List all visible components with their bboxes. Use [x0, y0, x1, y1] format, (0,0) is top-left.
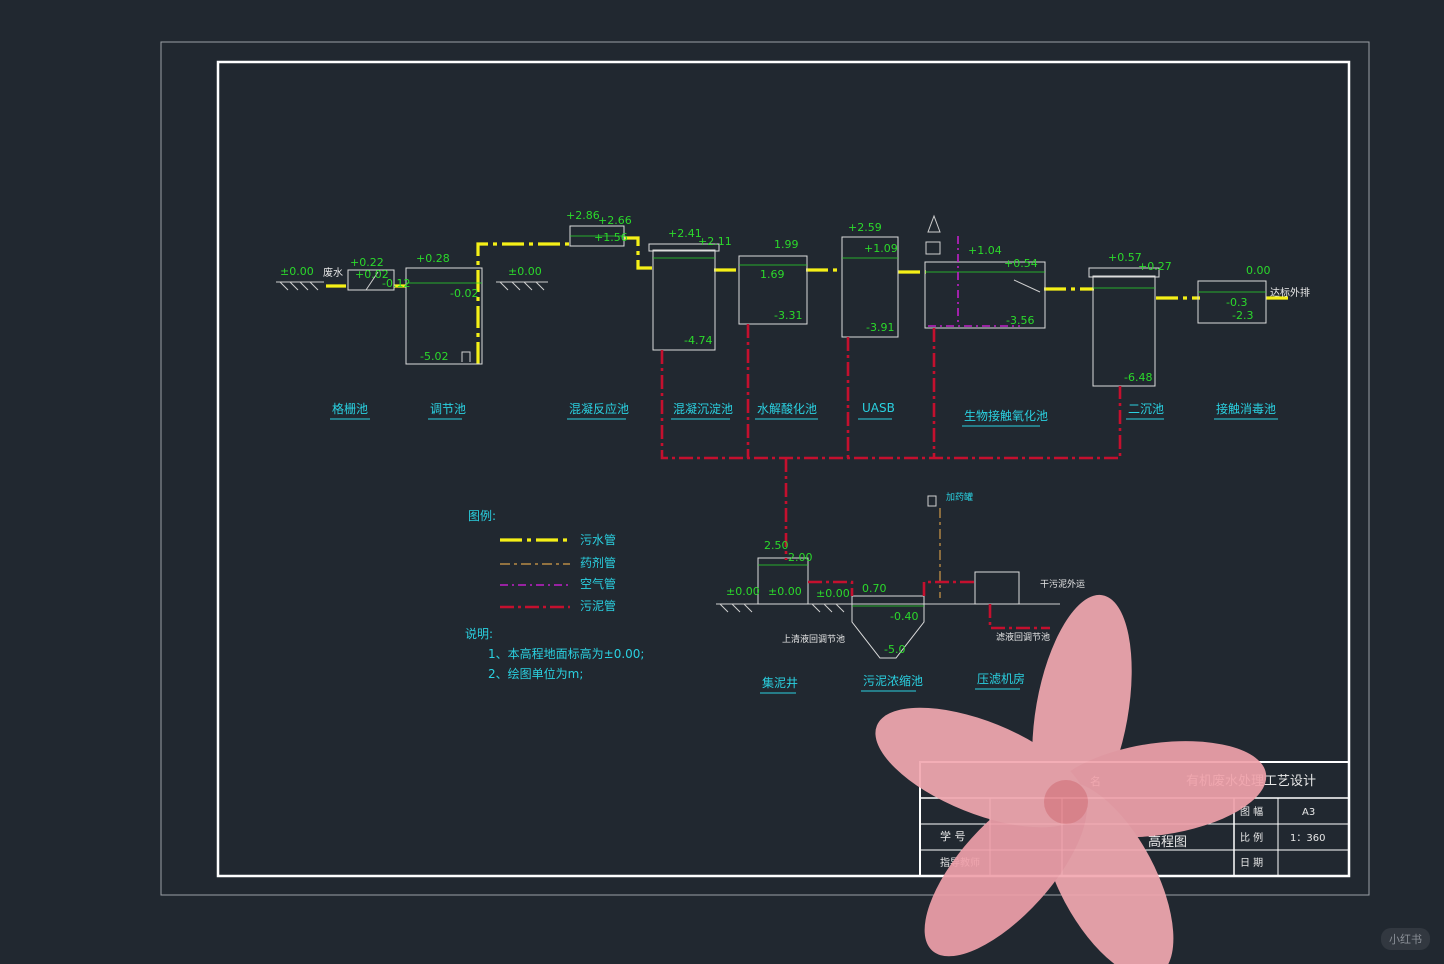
- annotation-notes: 废水 达标外排 加药罐 上清液回调节池 滤液回调节池 干污泥外运: [323, 266, 1310, 645]
- elev-sed-top: +2.41: [668, 227, 702, 240]
- elev-thk-water: -0.40: [890, 610, 918, 623]
- elev-hyd-bottom: -3.31: [774, 309, 802, 322]
- elev-sed-bottom: -4.74: [684, 334, 712, 347]
- tank-regulating: [405, 267, 483, 365]
- tank-secondary: [1092, 275, 1156, 387]
- label-sedimentation: 混凝沉淀池: [673, 401, 733, 416]
- elev-ground1: ±0.00: [280, 265, 314, 278]
- label-secondary: 二沉池: [1128, 402, 1164, 416]
- title-block-size-value: A3: [1302, 807, 1315, 818]
- filter-press: [974, 571, 1020, 605]
- elev-bio-bottom: -3.56: [1006, 314, 1034, 327]
- elev-dis-bottom: -2.3: [1232, 309, 1253, 322]
- title-block-size-label: 图 幅: [1240, 805, 1263, 818]
- elev-bio-water: +0.54: [1004, 257, 1038, 270]
- elev-sec-bottom: -6.48: [1124, 371, 1152, 384]
- title-block-drawing-name: 高程图: [1148, 834, 1187, 850]
- sludge-pipe-network: [660, 324, 1122, 630]
- flower-sticker: [875, 594, 1267, 964]
- elev-uasb-bottom: -3.91: [866, 321, 894, 334]
- elev-sec-b: +0.27: [1138, 260, 1172, 273]
- label-grille: 格栅池: [332, 401, 368, 416]
- tank-disinfection: [1197, 280, 1267, 324]
- elev-hyd-water: 1.69: [760, 268, 785, 281]
- elev-dis-water: -0.3: [1226, 296, 1247, 309]
- remarks-line-1: 1、本高程地面标高为±0.00;: [488, 646, 644, 661]
- remarks-title: 说明:: [465, 626, 493, 641]
- elev-bio-top: +1.04: [968, 244, 1002, 257]
- label-coagulation: 混凝反应池: [569, 401, 629, 416]
- legend-sludge: 污泥管: [580, 598, 616, 613]
- legend-sewage: 污水管: [580, 532, 616, 547]
- label-regulating: 调节池: [430, 402, 466, 416]
- elev-well-g2: ±0.00: [768, 585, 802, 598]
- ground-lines: [276, 281, 1060, 613]
- note-wastewater-in: 废水: [323, 266, 343, 279]
- elev-grille-b: -0.12: [382, 277, 410, 290]
- title-block-student-no: 学 号: [940, 829, 966, 843]
- elev-reg-bottom: -5.02: [420, 350, 448, 363]
- label-hydrolysis: 水解酸化池: [757, 401, 817, 416]
- elev-hyd-top: 1.99: [774, 238, 799, 251]
- tank-hydrolysis: [738, 255, 808, 325]
- legend-chemical: 药剂管: [580, 555, 616, 570]
- elev-reg-water: -0.02: [450, 287, 478, 300]
- legend-air: 空气管: [580, 576, 616, 591]
- legend-title: 图例:: [468, 509, 496, 523]
- elev-uasb-water: +1.09: [864, 242, 898, 255]
- title-block-date-label: 日 期: [1240, 857, 1263, 869]
- elev-sed-b: +2.11: [698, 235, 732, 248]
- air-pipe: [928, 236, 1020, 327]
- elev-dis-top: 0.00: [1246, 264, 1271, 277]
- note-supernatant: 上清液回调节池: [782, 633, 845, 645]
- elevation-labels: ±0.00 +0.22 +0.02 -0.12 +0.28 -0.02 -5.0…: [280, 209, 1271, 656]
- elev-coag-a: +2.66: [598, 214, 632, 227]
- elev-thk-top: 0.70: [862, 582, 887, 595]
- remarks: 说明: 1、本高程地面标高为±0.00; 2、绘图单位为m;: [465, 626, 644, 681]
- elev-uasb-top: +2.59: [848, 221, 882, 234]
- tanks: [347, 214, 1267, 659]
- elev-sec-top: +0.57: [1108, 251, 1142, 264]
- elev-well-top: 2.50: [764, 539, 789, 552]
- elev-well-g1: ±0.00: [726, 585, 760, 598]
- elev-reg-top: +0.28: [416, 252, 450, 265]
- tank-biocontact: [924, 261, 1046, 329]
- label-press: 压滤机房: [977, 671, 1025, 686]
- tank-sedimentation: [652, 249, 716, 351]
- label-thickener: 污泥浓缩池: [863, 673, 923, 688]
- elev-thk-bottom: -5.0: [884, 643, 905, 656]
- remarks-line-2: 2、绘图单位为m;: [488, 666, 583, 681]
- tank-grille: [347, 269, 395, 291]
- watermark-badge: 小红书: [1381, 928, 1430, 950]
- elev-coag-b: +1.56: [594, 231, 628, 244]
- note-dosing: 加药罐: [946, 491, 973, 503]
- title-block-scale-value: 1：360: [1290, 833, 1325, 844]
- label-uasb: UASB: [862, 401, 895, 415]
- elev-well-b: 2.00: [788, 551, 813, 564]
- elev-grille-in: +0.22: [350, 256, 384, 269]
- inner-frame: [216, 60, 1351, 878]
- label-disinfection: 接触消毒池: [1216, 401, 1276, 416]
- sewage-pipe-main: [326, 236, 1292, 364]
- outer-frame: [160, 41, 1370, 896]
- elev-coag-top: +2.86: [566, 209, 600, 222]
- elev-grille-a: +0.02: [355, 268, 389, 281]
- note-discharge: 达标外排: [1270, 286, 1310, 299]
- label-biocontact: 生物接触氧化池: [964, 408, 1048, 423]
- legend: 图例: 污水管 药剂管 空气管 污泥管: [468, 509, 616, 613]
- note-dry-sludge: 干污泥外运: [1040, 578, 1085, 590]
- note-filtrate: 滤液回调节池: [996, 631, 1050, 643]
- water-lines: [406, 235, 1266, 607]
- elev-thk-g: ±0.00: [816, 587, 850, 600]
- label-sludge-well: 集泥井: [762, 675, 798, 690]
- title-block-scale-label: 比 例: [1240, 831, 1263, 844]
- elev-ground2: ±0.00: [508, 265, 542, 278]
- station-labels: 格栅池 调节池 混凝反应池 混凝沉淀池 水解酸化池 UASB 生物接触氧化池 二…: [330, 401, 1278, 694]
- tank-uasb: [841, 236, 899, 338]
